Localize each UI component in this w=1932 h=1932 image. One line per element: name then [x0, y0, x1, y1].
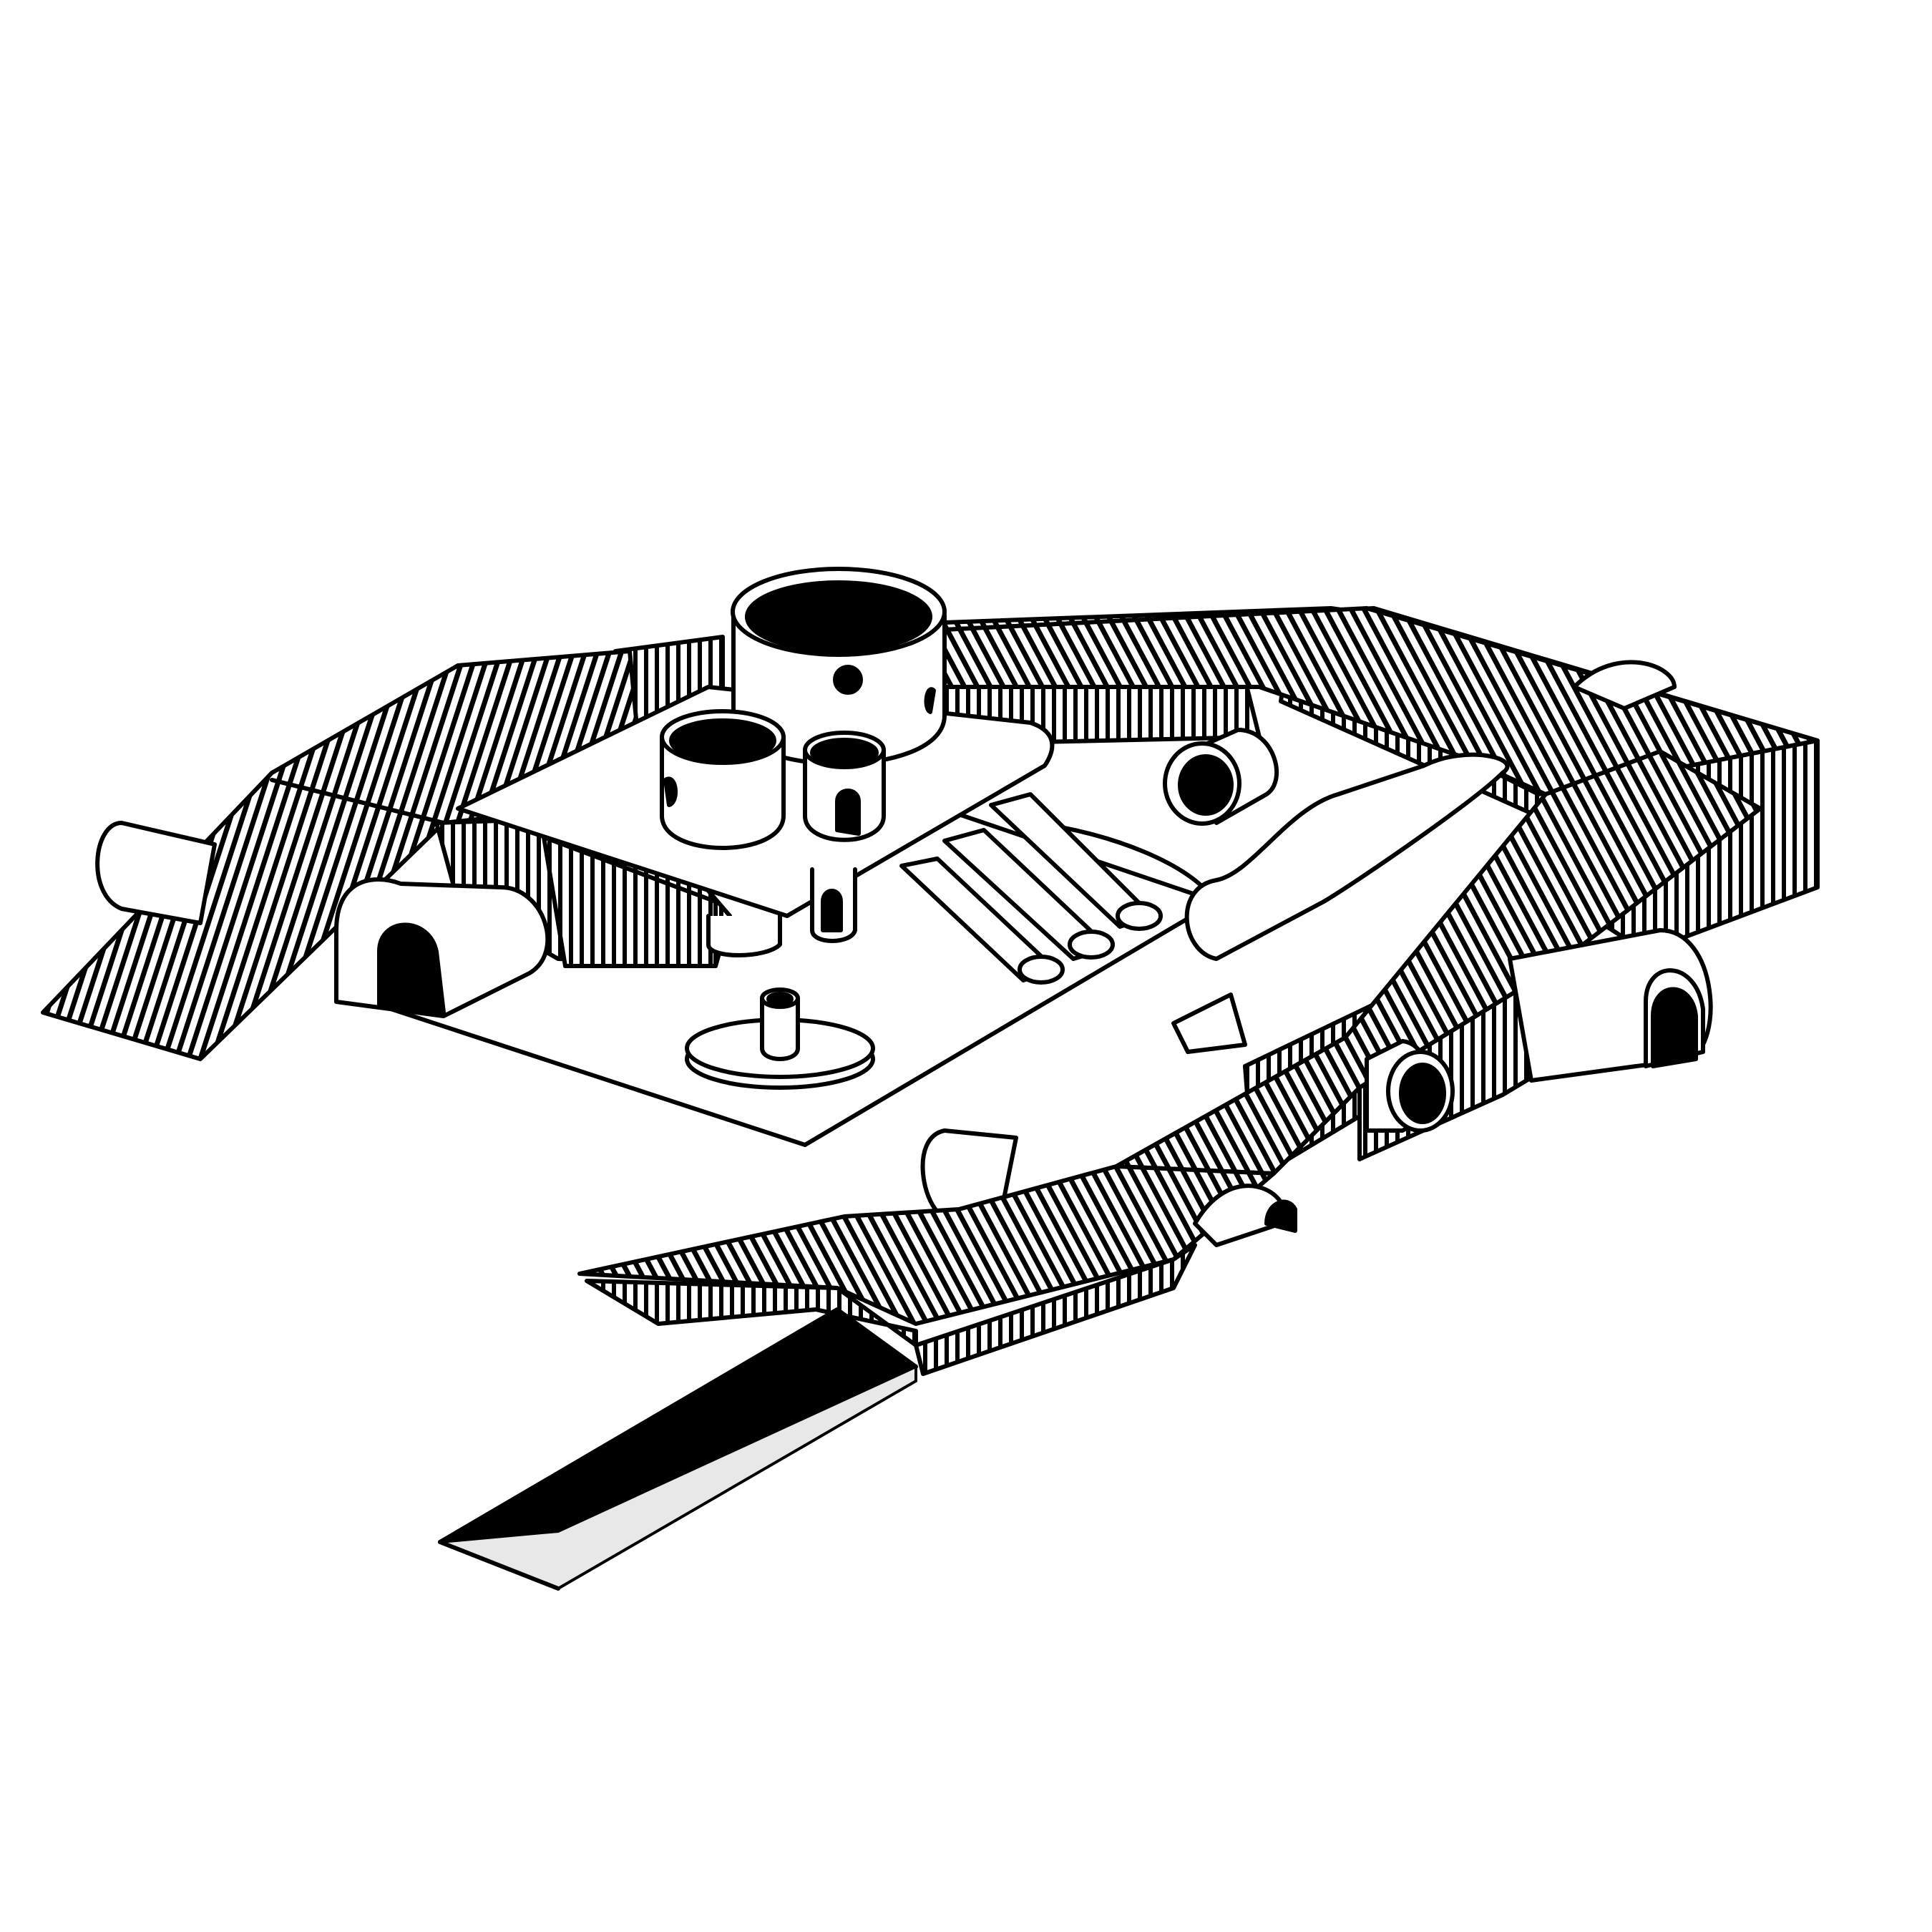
back-tunnel-pipe: [1163, 660, 1677, 826]
small-cylinder: [803, 731, 886, 842]
large-cylinder-tower: [731, 567, 947, 766]
pedestal: [685, 987, 875, 1090]
left-tunnel: [95, 821, 550, 1018]
trench: [438, 1307, 918, 1591]
medium-cylinder: [660, 709, 786, 850]
front-ramp: [577, 1128, 1297, 1376]
right-tunnels: [1171, 928, 1713, 1133]
slides: [899, 792, 1163, 985]
